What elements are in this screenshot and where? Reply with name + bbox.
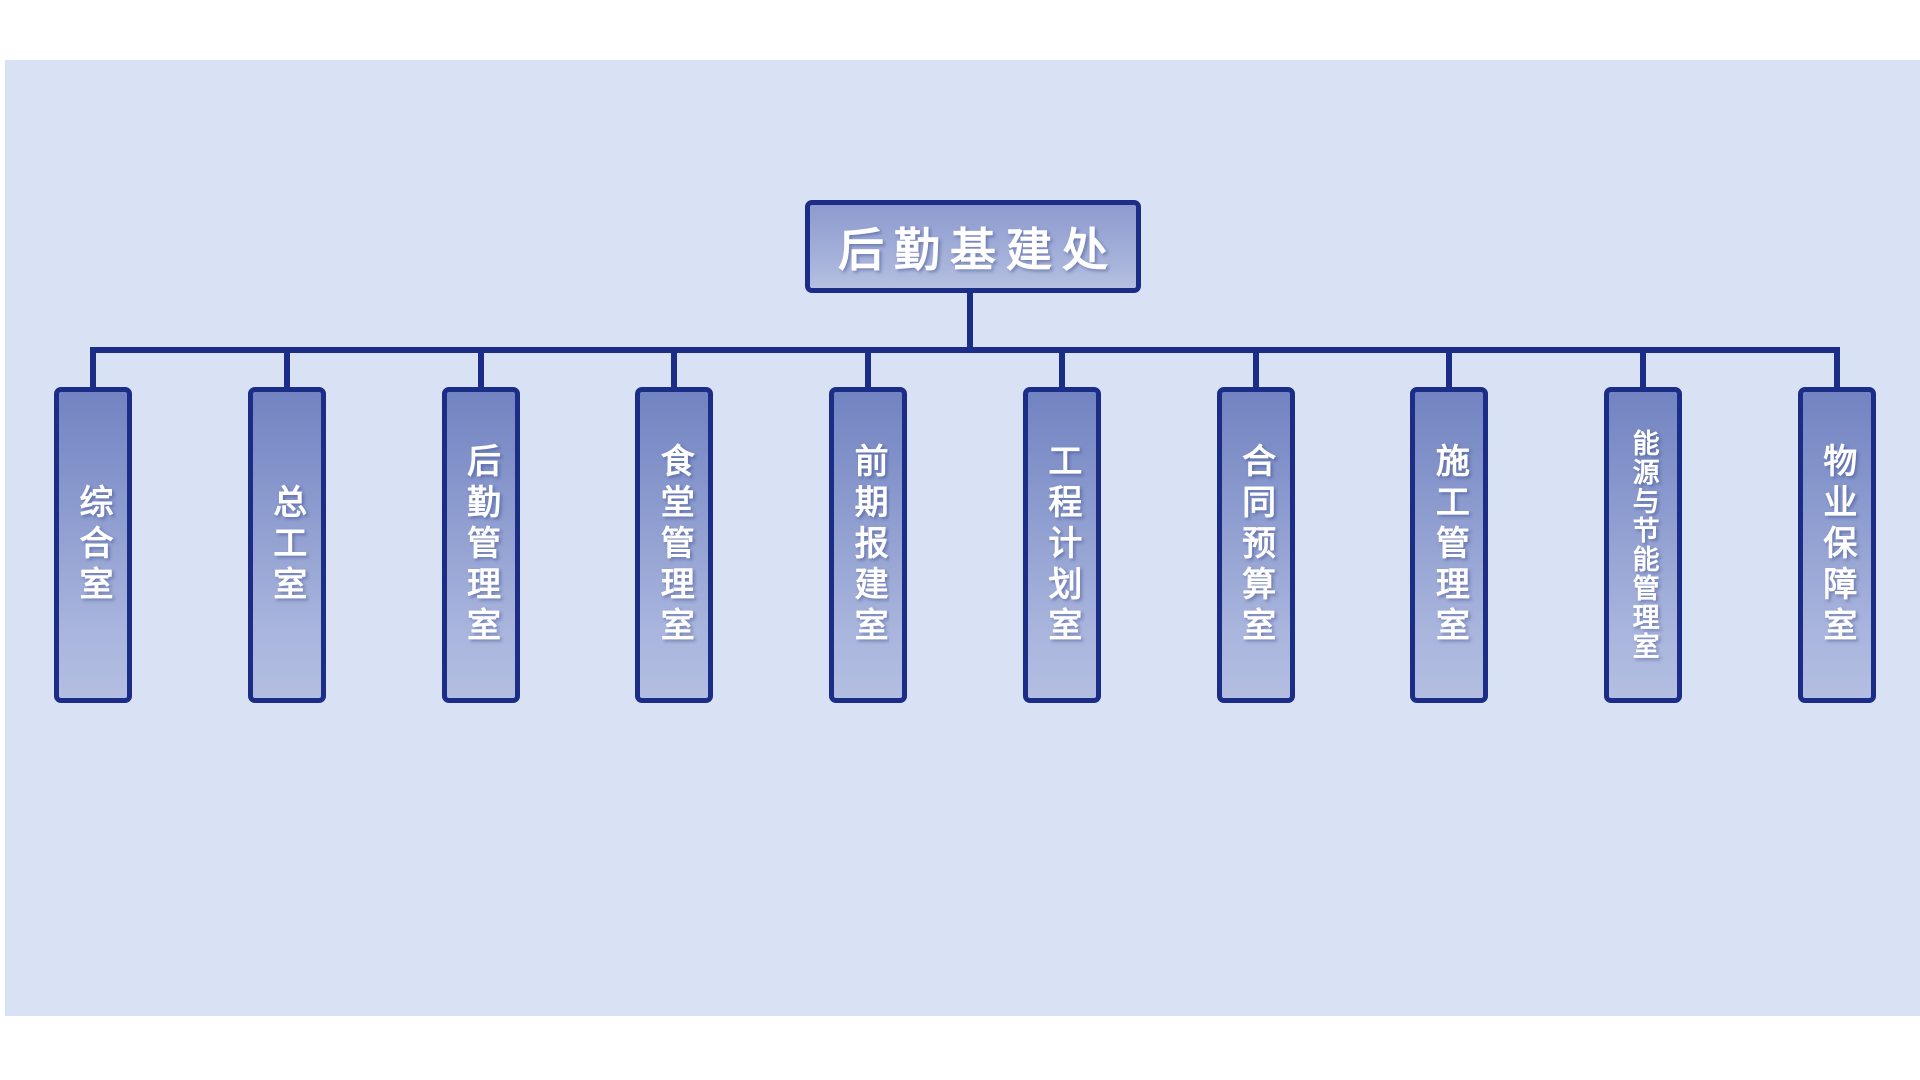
- connector-branch-stem: [90, 347, 96, 387]
- connector-branch-stem: [1446, 347, 1453, 387]
- department-item: 后勤管理室: [441, 347, 520, 703]
- department-label: 总工室: [267, 483, 306, 607]
- connector-branch-stem: [283, 347, 290, 387]
- root-department-box: 后勤基建处: [805, 200, 1141, 293]
- department-item: 总工室: [247, 347, 326, 703]
- department-item: 合同预算室: [1216, 347, 1295, 703]
- department-item: 能源与节能管理室: [1604, 347, 1683, 703]
- department-label: 前期报建室: [849, 442, 888, 648]
- department-label: 能源与节能管理室: [1628, 429, 1659, 661]
- connector-root-stem: [967, 288, 973, 350]
- department-box: 后勤管理室: [441, 387, 520, 703]
- department-box: 合同预算室: [1216, 387, 1295, 703]
- chart-background: 后勤基建处 综合室 总工室 后勤管理室 食堂管理室 前期报建室: [5, 60, 1920, 1016]
- department-box: 施工管理室: [1410, 387, 1489, 703]
- department-item: 综合室: [54, 347, 132, 703]
- department-item: 前期报建室: [829, 347, 908, 703]
- department-box: 综合室: [54, 387, 132, 703]
- department-box: 能源与节能管理室: [1604, 387, 1683, 703]
- department-box: 前期报建室: [829, 387, 908, 703]
- department-label: 合同预算室: [1236, 442, 1275, 648]
- department-box: 物业保障室: [1797, 387, 1876, 703]
- root-department-label: 后勤基建处: [838, 223, 1118, 276]
- department-item: 施工管理室: [1410, 347, 1489, 703]
- connector-horizontal-line: [90, 347, 1840, 353]
- department-item: 物业保障室: [1797, 347, 1876, 703]
- connector-branch-stem: [1058, 347, 1065, 387]
- department-item: 食堂管理室: [635, 347, 714, 703]
- department-box: 总工室: [247, 387, 326, 703]
- connector-branch-stem: [1252, 347, 1259, 387]
- connector-branch-stem: [671, 347, 678, 387]
- department-item: 工程计划室: [1022, 347, 1101, 703]
- department-label: 后勤管理室: [461, 442, 500, 648]
- department-box: 食堂管理室: [635, 387, 714, 703]
- department-label: 综合室: [74, 483, 112, 607]
- department-label: 食堂管理室: [655, 442, 694, 648]
- department-box: 工程计划室: [1022, 387, 1101, 703]
- connector-branch-stem: [1833, 347, 1840, 387]
- connector-branch-stem: [1640, 347, 1647, 387]
- department-label: 物业保障室: [1817, 442, 1856, 648]
- departments-row: 综合室 总工室 后勤管理室 食堂管理室 前期报建室 工程计划室: [54, 347, 1876, 703]
- department-label: 施工管理室: [1430, 442, 1469, 648]
- connector-branch-stem: [477, 347, 484, 387]
- connector-branch-stem: [865, 347, 872, 387]
- department-label: 工程计划室: [1042, 442, 1081, 648]
